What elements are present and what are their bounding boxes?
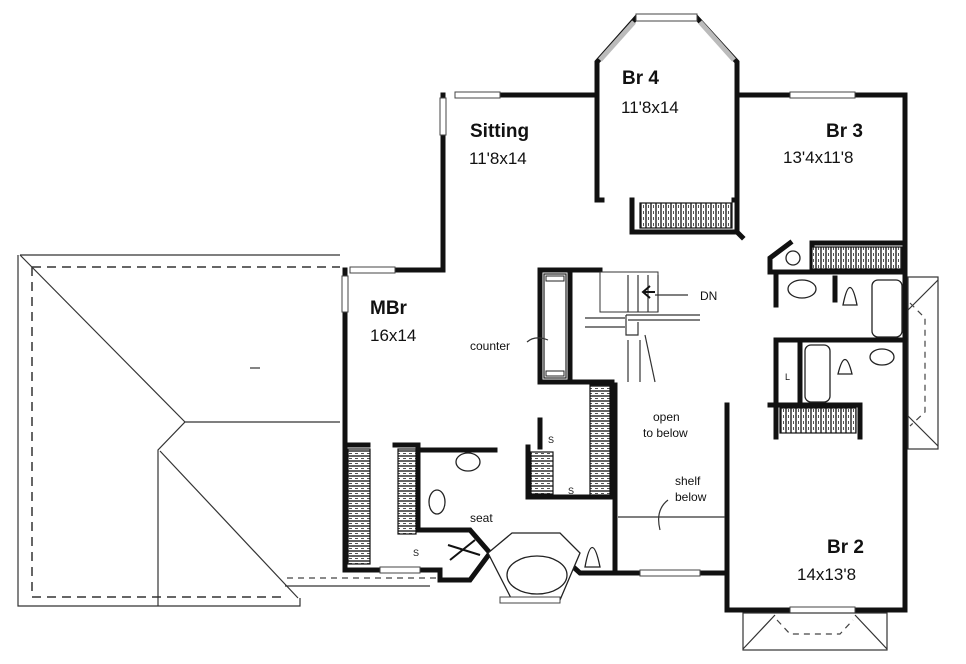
bath-fixtures — [428, 250, 903, 604]
open-to-below-label-1: open — [653, 410, 680, 424]
room-dim-br2: 14x13'8 — [797, 565, 856, 584]
stair-down-label: DN — [700, 289, 717, 303]
garage-roof — [17, 254, 440, 607]
interior-walls — [342, 197, 908, 583]
staircase[interactable] — [585, 271, 700, 383]
stair-arrow-icon — [641, 285, 655, 299]
windows — [341, 13, 856, 614]
shelf-below-label-1: shelf — [675, 474, 701, 488]
shelf-mark-3: S — [413, 548, 419, 558]
room-dim-mbr: 16x14 — [370, 326, 416, 345]
room-label-mbr: MBr — [370, 298, 408, 319]
shelf-mark-2: S — [568, 486, 574, 496]
room-dim-sitting: 11'8x14 — [469, 149, 527, 168]
counter-label: counter — [470, 339, 510, 353]
room-dim-br4: 11'8x14 — [621, 98, 679, 117]
shelf-below-label-2: below — [675, 490, 707, 504]
room-label-sitting: Sitting — [470, 121, 529, 142]
bay-projection-south — [742, 612, 888, 651]
counter — [526, 273, 567, 379]
room-dim-br3: 13'4x11'8 — [783, 148, 853, 167]
open-to-below-label-2: to below — [643, 426, 688, 440]
linen-label: L — [785, 372, 790, 382]
room-label-br2: Br 2 — [827, 537, 864, 558]
bay-projection-east — [907, 276, 939, 450]
shelf-mark-1: S — [548, 435, 554, 445]
seat-label: seat — [470, 511, 493, 525]
room-label-br3: Br 3 — [826, 121, 863, 142]
room-label-br4: Br 4 — [622, 68, 659, 89]
closets — [347, 202, 903, 565]
shelf-line — [618, 499, 725, 531]
